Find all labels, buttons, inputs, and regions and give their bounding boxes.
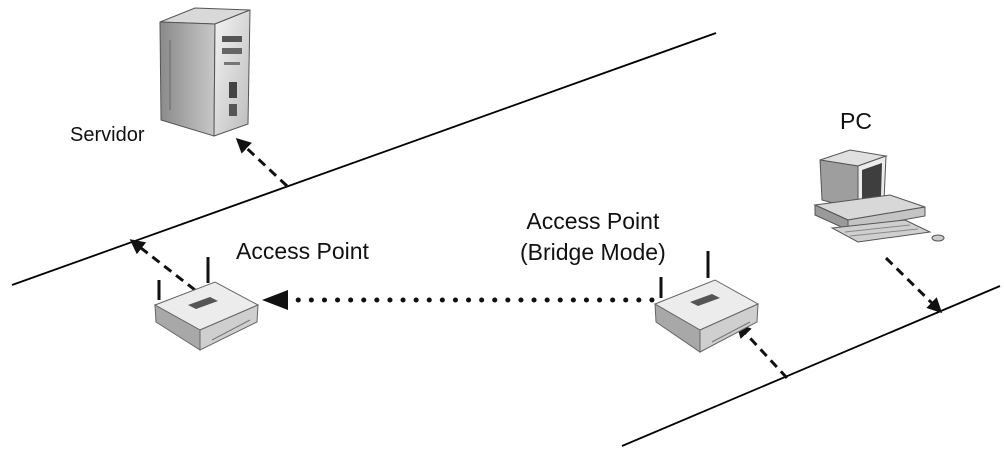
network-segment-upper bbox=[11, 32, 717, 286]
bridge-access-point-label: Access Point (Bridge Mode) bbox=[520, 206, 666, 268]
wireless-bridge-arrowhead bbox=[262, 290, 288, 310]
access-point-bridge-icon bbox=[653, 251, 760, 353]
access-point-icon bbox=[153, 257, 260, 351]
server-link-arrow bbox=[235, 137, 289, 188]
desktop-pc-icon bbox=[813, 149, 945, 243]
bridge-label-line2: (Bridge Mode) bbox=[520, 239, 666, 265]
bridge-label-line1: Access Point bbox=[526, 208, 660, 234]
server-label: Servidor bbox=[70, 124, 145, 146]
pc-label: PC bbox=[840, 108, 872, 134]
pc-link-arrow bbox=[884, 256, 943, 314]
ap1-link-arrow bbox=[129, 239, 196, 292]
server-tower-icon bbox=[159, 7, 251, 137]
access-point-label: Access Point bbox=[236, 238, 369, 264]
ap2-link-arrow bbox=[735, 322, 789, 380]
